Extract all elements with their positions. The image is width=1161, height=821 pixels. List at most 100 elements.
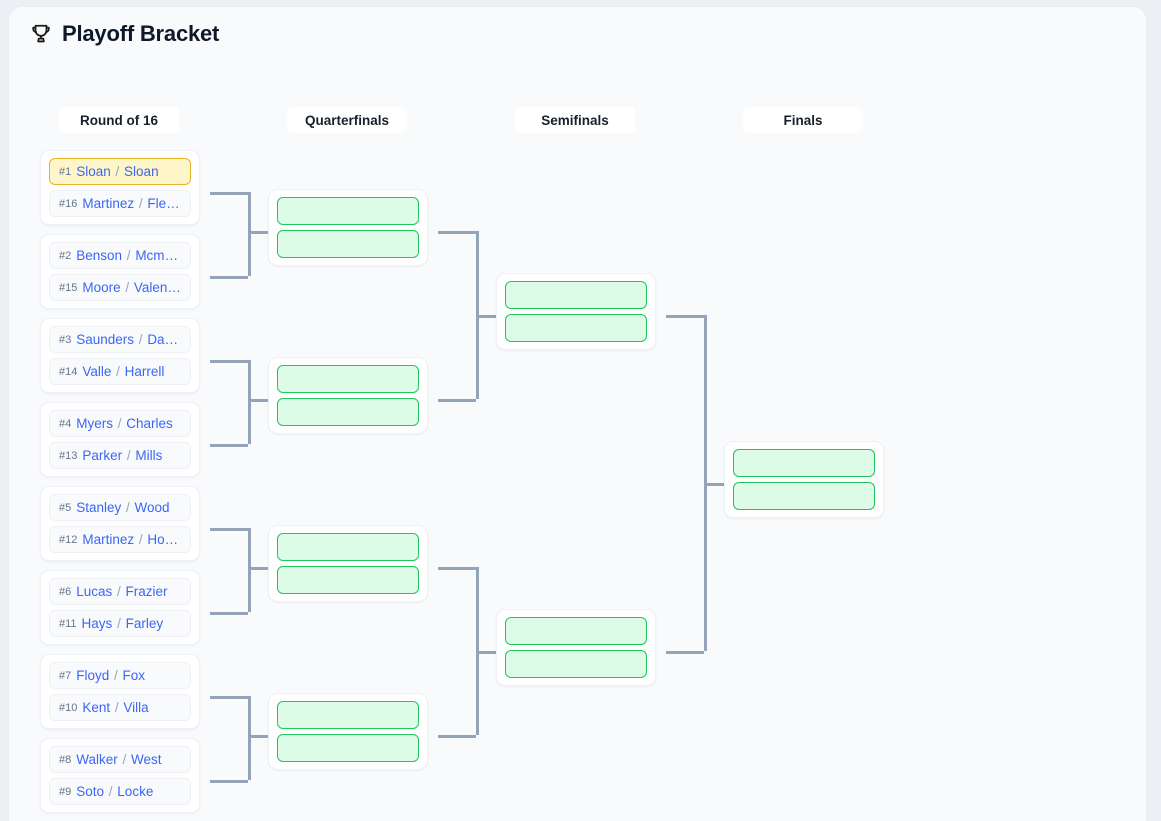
page-header: Playoff Bracket — [30, 22, 219, 46]
player-names: Lucas / Frazier — [76, 584, 168, 599]
connector-out-r16-qf-1 — [248, 231, 268, 234]
round-header-round-of-16: Round of 16 — [59, 107, 179, 133]
player-names: Valle / Harrell — [82, 364, 165, 379]
match-card-r16-3[interactable]: #3 Saunders / Dalton #14 Valle / Harrell — [40, 318, 200, 393]
connector-top-r16-qf-2 — [210, 360, 248, 363]
match-card-sf-1[interactable] — [496, 273, 656, 350]
player-names: Saunders / Dalton — [76, 332, 181, 347]
round-header-semifinals: Semifinals — [515, 107, 635, 133]
match-slot-sf-2-2[interactable] — [505, 650, 647, 678]
name-separator: / — [123, 248, 135, 263]
connector-vertical-r16-qf-3 — [248, 528, 251, 612]
player-names: Myers / Charles — [76, 416, 173, 431]
connector-top-r16-qf-3 — [210, 528, 248, 531]
connector-bottom-r16-qf-1 — [210, 276, 248, 279]
connector-out-qf-sf-1 — [476, 315, 496, 318]
player-names: Parker / Mills — [82, 448, 163, 463]
player-names: Hays / Farley — [81, 616, 164, 631]
connector-vertical-r16-qf-1 — [248, 192, 251, 276]
match-slot-r16-4-2[interactable]: #13 Parker / Mills — [49, 442, 191, 469]
player-names: Martinez / Hopki... — [82, 532, 181, 547]
match-slot-qf-1-1[interactable] — [277, 197, 419, 225]
name-separator: / — [113, 616, 125, 631]
match-slot-final-1-2[interactable] — [733, 482, 875, 510]
player-names: Stanley / Wood — [76, 500, 170, 515]
seed-label: #13 — [59, 449, 78, 462]
name-separator: / — [112, 364, 124, 379]
match-slot-qf-4-2[interactable] — [277, 734, 419, 762]
player-names: Floyd / Fox — [76, 668, 146, 683]
match-slot-sf-2-1[interactable] — [505, 617, 647, 645]
connector-bottom-qf-sf-1 — [438, 399, 476, 402]
match-slot-qf-3-1[interactable] — [277, 533, 419, 561]
match-slot-r16-5-2[interactable]: #12 Martinez / Hopki... — [49, 526, 191, 553]
round-header-finals: Finals — [743, 107, 863, 133]
match-slot-r16-3-1[interactable]: #3 Saunders / Dalton — [49, 326, 191, 353]
seed-label: #12 — [59, 533, 78, 546]
match-card-qf-3[interactable] — [268, 525, 428, 602]
name-separator: / — [123, 448, 135, 463]
connector-out-r16-qf-4 — [248, 735, 268, 738]
player-names: Moore / Valenzu... — [82, 280, 181, 295]
match-slot-r16-3-2[interactable]: #14 Valle / Harrell — [49, 358, 191, 385]
match-card-qf-1[interactable] — [268, 189, 428, 266]
seed-label: #14 — [59, 365, 78, 378]
player-names: Kent / Villa — [82, 700, 149, 715]
seed-label: #10 — [59, 701, 78, 714]
match-slot-r16-6-1[interactable]: #6 Lucas / Frazier — [49, 578, 191, 605]
name-separator: / — [110, 668, 122, 683]
player-names: Sloan / Sloan — [76, 164, 159, 179]
connector-top-qf-sf-1 — [438, 231, 476, 234]
match-slot-qf-4-1[interactable] — [277, 701, 419, 729]
match-slot-sf-1-1[interactable] — [505, 281, 647, 309]
seed-label: #5 — [59, 501, 72, 514]
seed-label: #9 — [59, 785, 72, 798]
match-slot-r16-5-1[interactable]: #5 Stanley / Wood — [49, 494, 191, 521]
match-card-r16-5[interactable]: #5 Stanley / Wood #12 Martinez / Hopki... — [40, 486, 200, 561]
match-slot-final-1-1[interactable] — [733, 449, 875, 477]
match-card-qf-4[interactable] — [268, 693, 428, 770]
name-separator: / — [111, 164, 124, 179]
connector-bottom-r16-qf-3 — [210, 612, 248, 615]
match-slot-qf-2-2[interactable] — [277, 398, 419, 426]
match-card-sf-2[interactable] — [496, 609, 656, 686]
match-slot-qf-3-2[interactable] — [277, 566, 419, 594]
trophy-icon — [32, 24, 50, 43]
connector-bottom-sf-final-1 — [666, 651, 704, 654]
match-slot-qf-2-1[interactable] — [277, 365, 419, 393]
name-separator: / — [114, 416, 126, 431]
player-names: Martinez / Flemi... — [82, 196, 181, 211]
match-slot-r16-8-2[interactable]: #9 Soto / Locke — [49, 778, 191, 805]
connector-vertical-r16-qf-2 — [248, 360, 251, 444]
match-slot-r16-7-2[interactable]: #10 Kent / Villa — [49, 694, 191, 721]
connector-bottom-qf-sf-2 — [438, 735, 476, 738]
name-separator: / — [121, 280, 133, 295]
seed-label: #6 — [59, 585, 72, 598]
connector-vertical-r16-qf-4 — [248, 696, 251, 780]
connector-bottom-r16-qf-2 — [210, 444, 248, 447]
seed-label: #2 — [59, 249, 72, 262]
seed-label: #3 — [59, 333, 72, 346]
name-separator: / — [105, 784, 117, 799]
name-separator: / — [135, 196, 147, 211]
match-card-final-1[interactable] — [724, 441, 884, 518]
player-names: Soto / Locke — [76, 784, 154, 799]
match-slot-sf-1-2[interactable] — [505, 314, 647, 342]
connector-out-sf-final-1 — [704, 483, 724, 486]
match-slot-qf-1-2[interactable] — [277, 230, 419, 258]
match-card-qf-2[interactable] — [268, 357, 428, 434]
